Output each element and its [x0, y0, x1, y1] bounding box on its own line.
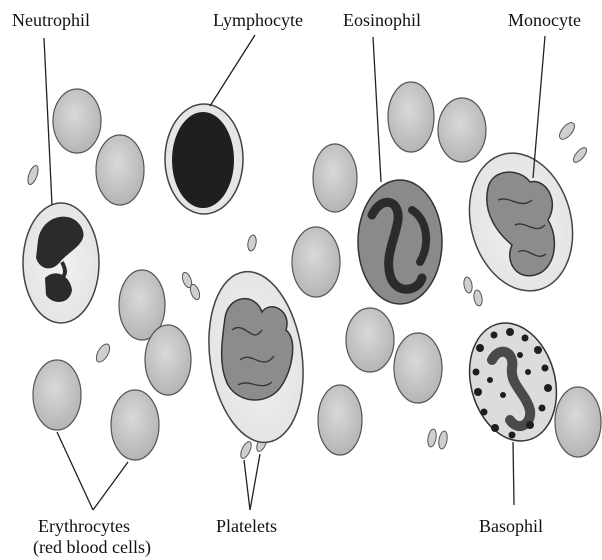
platelet — [94, 342, 113, 364]
platelet — [239, 440, 254, 460]
platelet — [557, 120, 578, 142]
platelet — [26, 164, 40, 186]
label-basophil: Basophil — [479, 516, 543, 536]
erythrocyte — [53, 89, 101, 153]
erythrocyte — [318, 385, 362, 455]
erythrocyte — [33, 360, 81, 430]
label-erythrocytes: Erythrocytes — [38, 516, 130, 536]
erythrocyte — [145, 325, 191, 395]
erythrocyte — [555, 387, 601, 457]
neutrophil-cell — [23, 203, 99, 323]
platelet — [247, 234, 258, 251]
label-lymphocyte: Lymphocyte — [213, 10, 303, 30]
platelet — [426, 428, 437, 447]
erythrocyte — [394, 333, 442, 403]
label-monocyte: Monocyte — [508, 10, 581, 30]
label-erythrocytes-subtitle: (red blood cells) — [33, 537, 151, 558]
label-neutrophil: Neutrophil — [12, 10, 90, 30]
platelet — [473, 289, 484, 306]
large-white-cell — [198, 265, 313, 448]
erythrocyte — [346, 308, 394, 372]
platelet — [189, 283, 202, 301]
label-eosinophil: Eosinophil — [343, 10, 421, 30]
erythrocyte — [111, 390, 159, 460]
eosinophil-cell — [358, 180, 442, 304]
basophil-cell — [457, 313, 569, 451]
erythrocyte — [313, 144, 357, 212]
erythrocyte — [292, 227, 340, 297]
platelet — [437, 430, 448, 449]
monocyte-cell — [455, 141, 588, 302]
lymphocyte-cell — [165, 104, 243, 214]
platelet — [463, 276, 474, 293]
label-platelets: Platelets — [216, 516, 277, 536]
erythrocyte — [388, 82, 434, 152]
erythrocyte — [438, 98, 486, 162]
erythrocyte — [96, 135, 144, 205]
platelet — [571, 146, 589, 165]
